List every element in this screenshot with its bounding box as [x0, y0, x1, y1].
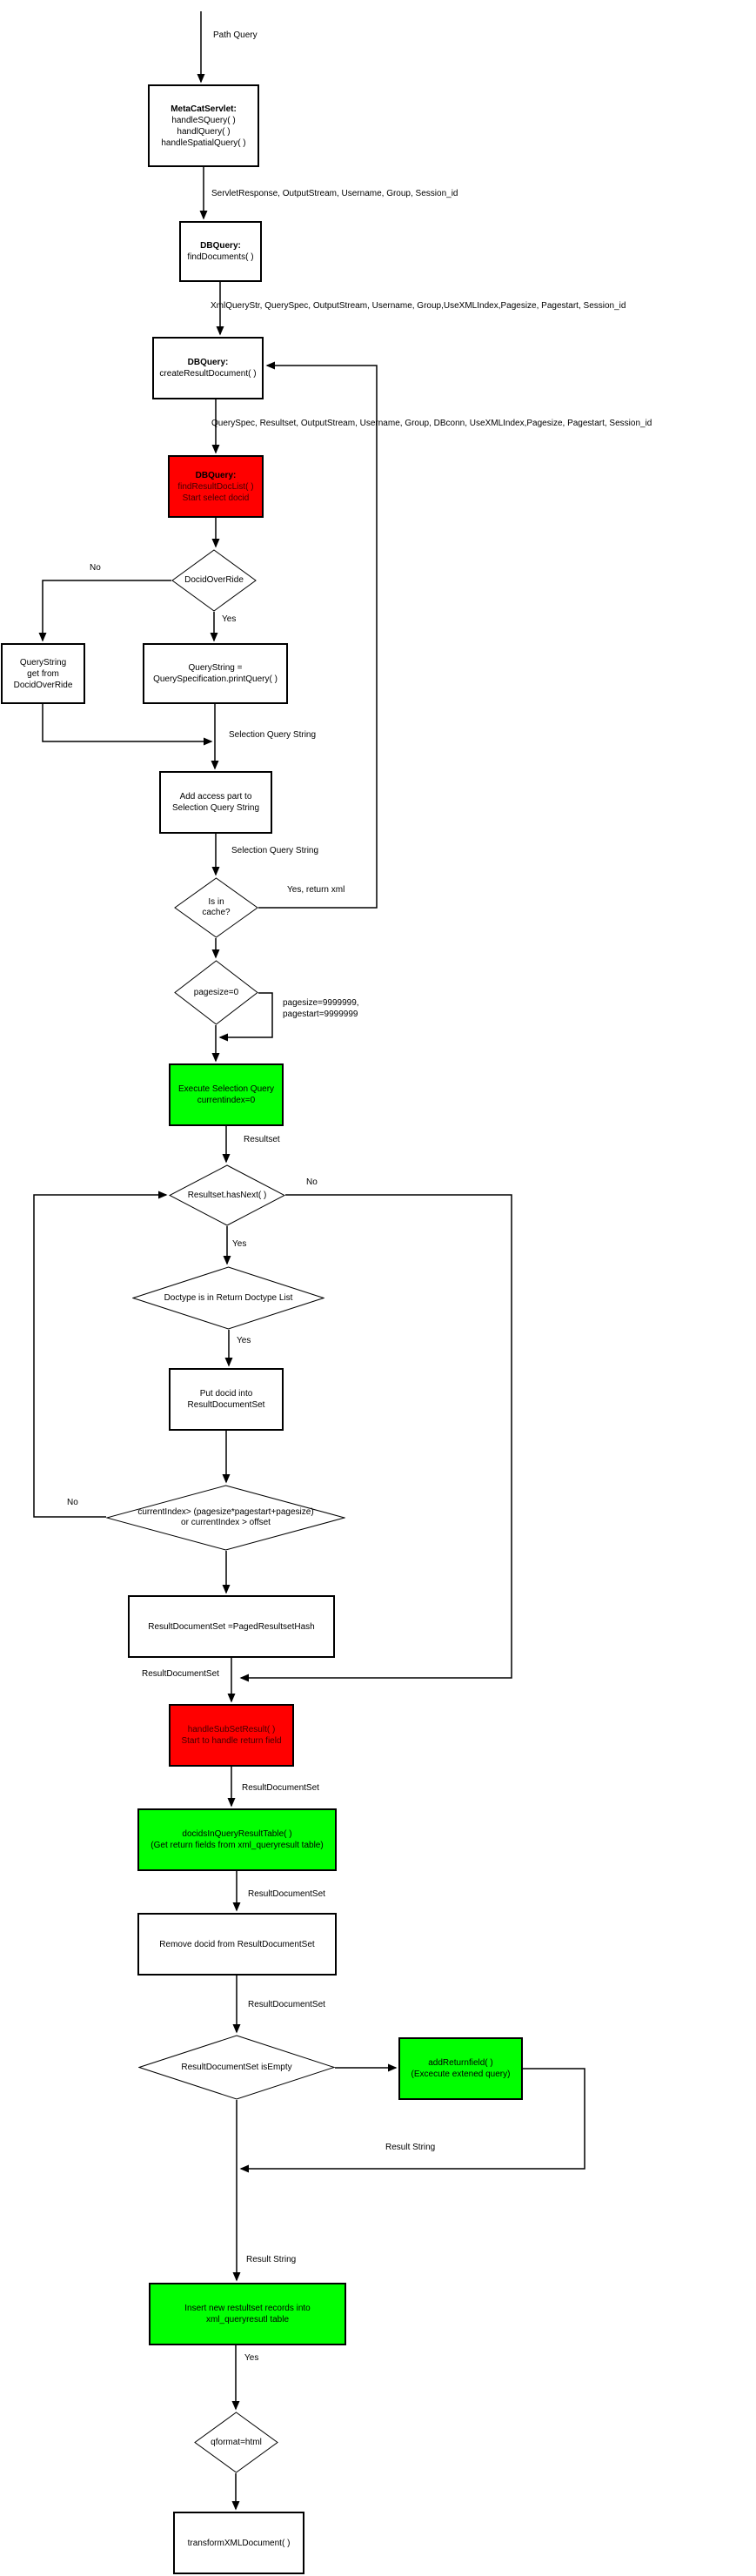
- edge-label-yes-hasnext: Yes: [232, 1239, 247, 1249]
- edge-label-resultdocumentset-3: ResultDocumentSet: [248, 1889, 325, 1899]
- node-metacatservlet: MetaCatServlet: handleSQuery( ) handlQue…: [148, 84, 259, 167]
- edge-label-yes-qformat: Yes: [244, 2353, 259, 2363]
- edge-label-no-currentindex: No: [67, 1498, 78, 1507]
- edge-label-find-params: XmlQueryStr, QuerySpec, OutputStream, Us…: [211, 301, 626, 311]
- edge-label-create-params: QuerySpec, Resultset, OutputStream, User…: [211, 419, 652, 428]
- edge-label-result-string-1: Result String: [385, 2143, 436, 2152]
- node-transform-xml-document: transformXMLDocument( ): [173, 2512, 304, 2574]
- diamond-shape: [174, 960, 258, 1025]
- node-insert-new-resultset: Insert new restultset records into xml_q…: [149, 2283, 346, 2345]
- node-currentindex-check-decision: currentIndex> (pagesize*pagestart+pagesi…: [106, 1485, 345, 1551]
- node-dbquery-finddocuments: DBQuery: findDocuments( ): [179, 221, 262, 282]
- edge-label-no-docidoverride: No: [90, 563, 101, 573]
- node-remove-docid: Remove docid from ResultDocumentSet: [137, 1913, 337, 1976]
- node-dbquery-findresultdoclist: DBQuery: findResultDocList( ) Start sele…: [168, 455, 264, 518]
- edge-label-no-hasnext: No: [306, 1177, 318, 1187]
- node-execute-selection-query: Execute Selection Query currentindex=0: [169, 1063, 284, 1126]
- edge-label-yes-doctype: Yes: [237, 1336, 251, 1345]
- node-handle-subset-result: handleSubSetResult( ) Start to handle re…: [169, 1704, 294, 1767]
- diamond-shape: [174, 877, 258, 938]
- edge-label-servlet-params: ServletResponse, OutputStream, Username,…: [211, 189, 458, 198]
- edge-label-resultdocumentset-4: ResultDocumentSet: [248, 2000, 325, 2009]
- edge-label-selection-query-string-2: Selection Query String: [231, 846, 319, 855]
- node-doctype-in-list-decision: Doctype is in Return Doctype List: [132, 1266, 324, 1330]
- edge-label-result-string-2: Result String: [246, 2255, 297, 2264]
- diamond-shape: [106, 1485, 345, 1551]
- edge-label-yes-return-xml: Yes, return xml: [287, 885, 345, 895]
- node-qformat-html-decision: qformat=html: [194, 2412, 278, 2473]
- diamond-shape: [194, 2412, 278, 2473]
- node-resultset-hasnext-decision: Resultset.hasNext( ): [169, 1164, 285, 1226]
- node-querystring-print: QueryString = QuerySpecification.printQu…: [143, 643, 288, 704]
- node-dbquery-createresultdocument: DBQuery: createResultDocument( ): [152, 337, 264, 399]
- diamond-shape: [171, 549, 257, 612]
- diamond-shape: [132, 1266, 324, 1330]
- node-put-docid: Put docid into ResultDocumentSet: [169, 1368, 284, 1431]
- edge-label-yes-docidoverride: Yes: [222, 614, 237, 624]
- diamond-shape: [138, 2035, 335, 2100]
- node-paged-resultset-hash: ResultDocumentSet =PagedResultsetHash: [128, 1595, 335, 1658]
- edge-label-path-query: Path Query: [213, 30, 258, 40]
- edge-label-resultdocumentset-2: ResultDocumentSet: [242, 1783, 319, 1793]
- node-add-access-part: Add access part to Selection Query Strin…: [159, 771, 272, 834]
- edge-label-resultset: Resultset: [244, 1135, 280, 1144]
- node-resultdocumentset-isempty-decision: ResultDocumentSet isEmpty: [138, 2035, 335, 2100]
- node-querystring-get: QueryString get from DocidOverRide: [1, 643, 85, 704]
- diamond-shape: [169, 1164, 285, 1226]
- edge-label-resultdocumentset-1: ResultDocumentSet: [142, 1669, 219, 1679]
- edge-label-selection-query-string-1: Selection Query String: [229, 730, 317, 740]
- node-add-returnfield: addReturnfield( ) (Excecute extened quer…: [398, 2037, 523, 2100]
- node-docids-in-queryresulttable: docidsInQueryResultTable( ) (Get return …: [137, 1808, 337, 1871]
- node-docidoverride-decision: DocidOverRide: [171, 549, 257, 612]
- node-pagesize-zero-decision: pagesize=0: [174, 960, 258, 1025]
- edge-label-pagesize-set: pagesize=9999999,pagestart=9999999: [283, 998, 359, 1019]
